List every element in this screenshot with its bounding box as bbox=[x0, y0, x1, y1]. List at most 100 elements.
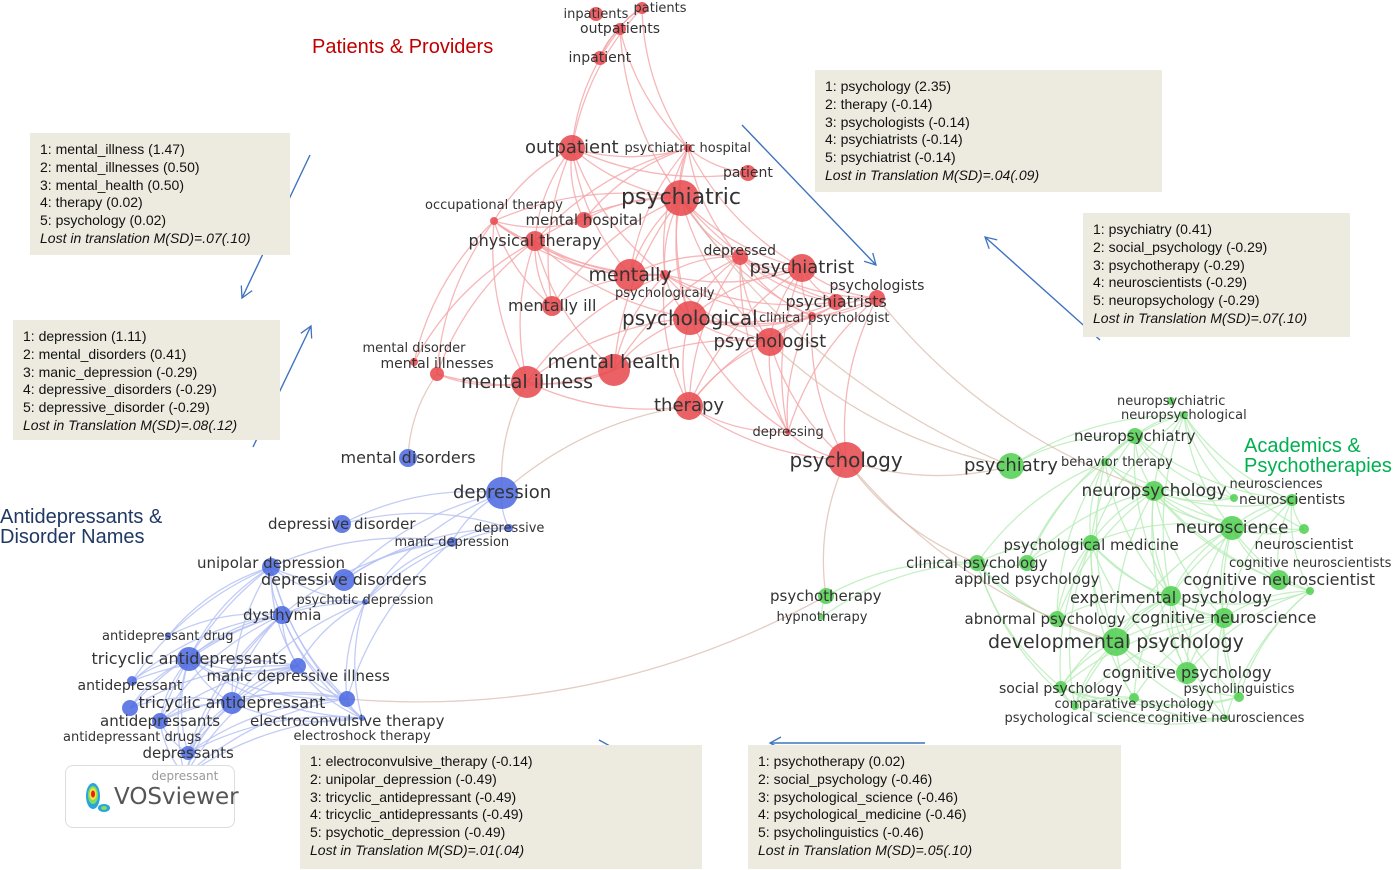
node-red[interactable] bbox=[593, 51, 607, 65]
node-label[interactable]: depressing bbox=[752, 424, 824, 440]
node-label[interactable]: dysthymia bbox=[243, 605, 322, 624]
node-green[interactable] bbox=[1223, 715, 1229, 721]
node-label[interactable]: social psychology bbox=[999, 681, 1123, 697]
node-label[interactable]: outpatients bbox=[580, 21, 661, 37]
node-red[interactable] bbox=[828, 442, 864, 478]
node-green[interactable] bbox=[818, 588, 834, 604]
node-red[interactable] bbox=[598, 354, 630, 386]
node-label[interactable]: patient bbox=[723, 165, 773, 181]
node-label[interactable]: applied psychology bbox=[954, 569, 1100, 588]
node-blue[interactable] bbox=[486, 477, 518, 509]
node-label[interactable]: antidepressant drugs bbox=[63, 729, 202, 745]
node-label[interactable]: clinical psychology bbox=[906, 553, 1048, 572]
node-label[interactable]: antidepressant drug bbox=[102, 628, 234, 644]
node-blue[interactable] bbox=[333, 515, 351, 533]
node-label[interactable]: psychotherapy bbox=[770, 586, 882, 605]
node-red[interactable] bbox=[828, 294, 844, 310]
node-label[interactable]: psychologically bbox=[615, 285, 715, 301]
node-blue[interactable] bbox=[262, 558, 280, 576]
node-green[interactable] bbox=[1129, 693, 1139, 703]
node-label[interactable]: cognitive neurosciences bbox=[1147, 710, 1305, 726]
node-green[interactable] bbox=[1180, 411, 1188, 419]
node-red[interactable] bbox=[589, 7, 603, 21]
node-label[interactable]: neuroscience bbox=[1175, 517, 1289, 538]
node-label[interactable]: neuroscientist bbox=[1254, 537, 1354, 553]
node-label[interactable]: cognitive neuroscience bbox=[1131, 608, 1317, 627]
node-label[interactable]: psychotic depression bbox=[296, 592, 434, 608]
node-label[interactable]: mental illness bbox=[461, 370, 594, 393]
node-green[interactable] bbox=[819, 614, 825, 620]
node-blue[interactable] bbox=[447, 537, 457, 547]
node-label[interactable]: clinical psychologist bbox=[759, 310, 890, 326]
node-red[interactable] bbox=[525, 231, 545, 251]
node-label[interactable]: physical therapy bbox=[468, 231, 602, 250]
node-red[interactable] bbox=[410, 358, 418, 366]
node-label[interactable]: neuroscientists bbox=[1239, 492, 1346, 508]
node-label[interactable]: behavior therapy bbox=[1061, 454, 1173, 470]
node-red[interactable] bbox=[576, 212, 592, 228]
node-label[interactable]: psychiatric hospital bbox=[624, 140, 752, 156]
node-green[interactable] bbox=[969, 555, 985, 571]
node-green[interactable] bbox=[1083, 535, 1099, 551]
node-green[interactable] bbox=[1101, 458, 1109, 466]
node-green[interactable] bbox=[1234, 692, 1244, 702]
node-blue[interactable] bbox=[399, 449, 417, 467]
node-label[interactable]: psychologist bbox=[713, 331, 827, 352]
node-label[interactable]: neuropsychology bbox=[1081, 480, 1227, 501]
node-label[interactable]: depressants bbox=[142, 743, 234, 762]
node-red[interactable] bbox=[869, 290, 885, 306]
node-red[interactable] bbox=[785, 429, 791, 435]
node-blue[interactable] bbox=[152, 713, 168, 729]
node-green[interactable] bbox=[1220, 516, 1244, 540]
node-red[interactable] bbox=[660, 270, 670, 280]
node-blue[interactable] bbox=[221, 692, 243, 714]
node-label[interactable]: psychology bbox=[789, 448, 903, 472]
node-label[interactable]: mental hospital bbox=[525, 210, 643, 229]
node-blue[interactable] bbox=[505, 524, 513, 532]
node-label[interactable]: mentally ill bbox=[508, 296, 597, 315]
node-red[interactable] bbox=[675, 392, 703, 420]
node-blue[interactable] bbox=[339, 691, 355, 707]
node-label[interactable]: depressive disorder bbox=[268, 514, 416, 533]
node-blue[interactable] bbox=[177, 647, 201, 671]
node-label[interactable]: mental health bbox=[547, 350, 681, 373]
node-green[interactable] bbox=[1306, 587, 1314, 595]
node-green[interactable] bbox=[1161, 586, 1181, 606]
node-label[interactable]: psychiatrists bbox=[785, 292, 887, 311]
node-label[interactable]: outpatient bbox=[525, 137, 619, 158]
node-green[interactable] bbox=[1019, 555, 1035, 571]
node-label[interactable]: psycholinguistics bbox=[1183, 681, 1295, 697]
node-green[interactable] bbox=[1071, 702, 1079, 710]
node-red[interactable] bbox=[756, 328, 784, 356]
node-red[interactable] bbox=[614, 23, 626, 35]
node-label[interactable]: depressive bbox=[474, 520, 545, 536]
node-label[interactable]: depressant bbox=[151, 769, 219, 783]
node-label[interactable]: depressed bbox=[703, 243, 777, 259]
node-label[interactable]: psychiatric bbox=[621, 185, 741, 210]
node-green[interactable] bbox=[1176, 662, 1198, 684]
node-label[interactable]: tricyclic antidepressants bbox=[91, 649, 287, 668]
node-label[interactable]: inpatients bbox=[563, 6, 629, 22]
node-red[interactable] bbox=[663, 180, 699, 216]
node-red[interactable] bbox=[684, 144, 692, 152]
node-label[interactable]: manic depressive illness bbox=[206, 666, 390, 685]
node-red[interactable] bbox=[732, 249, 748, 265]
node-green[interactable] bbox=[1055, 681, 1067, 693]
node-red[interactable] bbox=[808, 312, 816, 320]
node-blue[interactable] bbox=[127, 676, 137, 686]
node-blue[interactable] bbox=[359, 715, 365, 721]
node-label[interactable]: psychiatry bbox=[964, 455, 1058, 476]
node-label[interactable]: antidepressant bbox=[77, 678, 183, 694]
node-label[interactable]: neuropsychological bbox=[1121, 407, 1247, 423]
node-label[interactable]: inpatient bbox=[568, 50, 632, 66]
node-green[interactable] bbox=[1102, 628, 1130, 656]
node-blue[interactable] bbox=[333, 569, 355, 591]
node-blue[interactable] bbox=[290, 658, 306, 674]
node-red[interactable] bbox=[788, 254, 816, 282]
node-green[interactable] bbox=[1049, 611, 1065, 627]
node-label[interactable]: psychiatrist bbox=[749, 257, 855, 278]
node-blue[interactable] bbox=[122, 700, 138, 716]
node-green[interactable] bbox=[998, 453, 1024, 479]
node-blue[interactable] bbox=[181, 746, 195, 760]
node-label[interactable]: manic depression bbox=[394, 534, 510, 550]
